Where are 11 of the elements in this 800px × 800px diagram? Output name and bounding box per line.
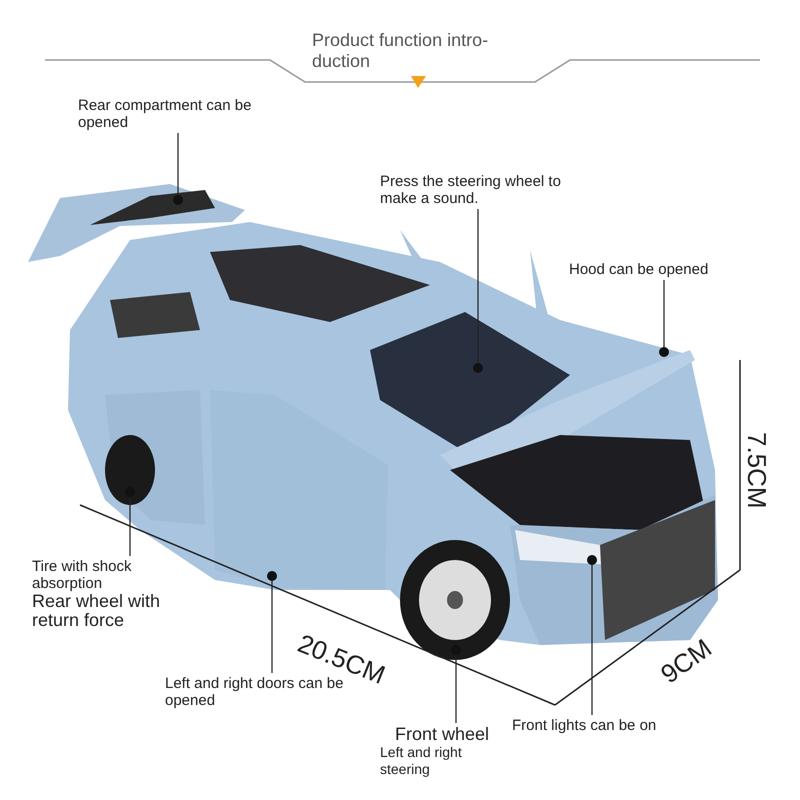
callout-text: Tire with shock absorption bbox=[32, 558, 132, 592]
callout-text: Front wheel bbox=[395, 725, 490, 744]
callout-subtext: Left and right steering bbox=[380, 744, 463, 778]
callout-text: Rear compartment can be opened bbox=[78, 97, 252, 131]
callout-text: Press the steering wheel to make a sound. bbox=[380, 173, 562, 207]
dimension-label: 7.5CM bbox=[741, 432, 772, 509]
callout-text: Front lights can be on bbox=[512, 717, 658, 734]
callout-text: Hood can be opened bbox=[569, 261, 710, 278]
page-title: Product function intro- duction bbox=[312, 30, 490, 72]
dimension-label: 9CM bbox=[655, 632, 718, 690]
callout-subtext: Rear wheel with return force bbox=[32, 592, 162, 630]
